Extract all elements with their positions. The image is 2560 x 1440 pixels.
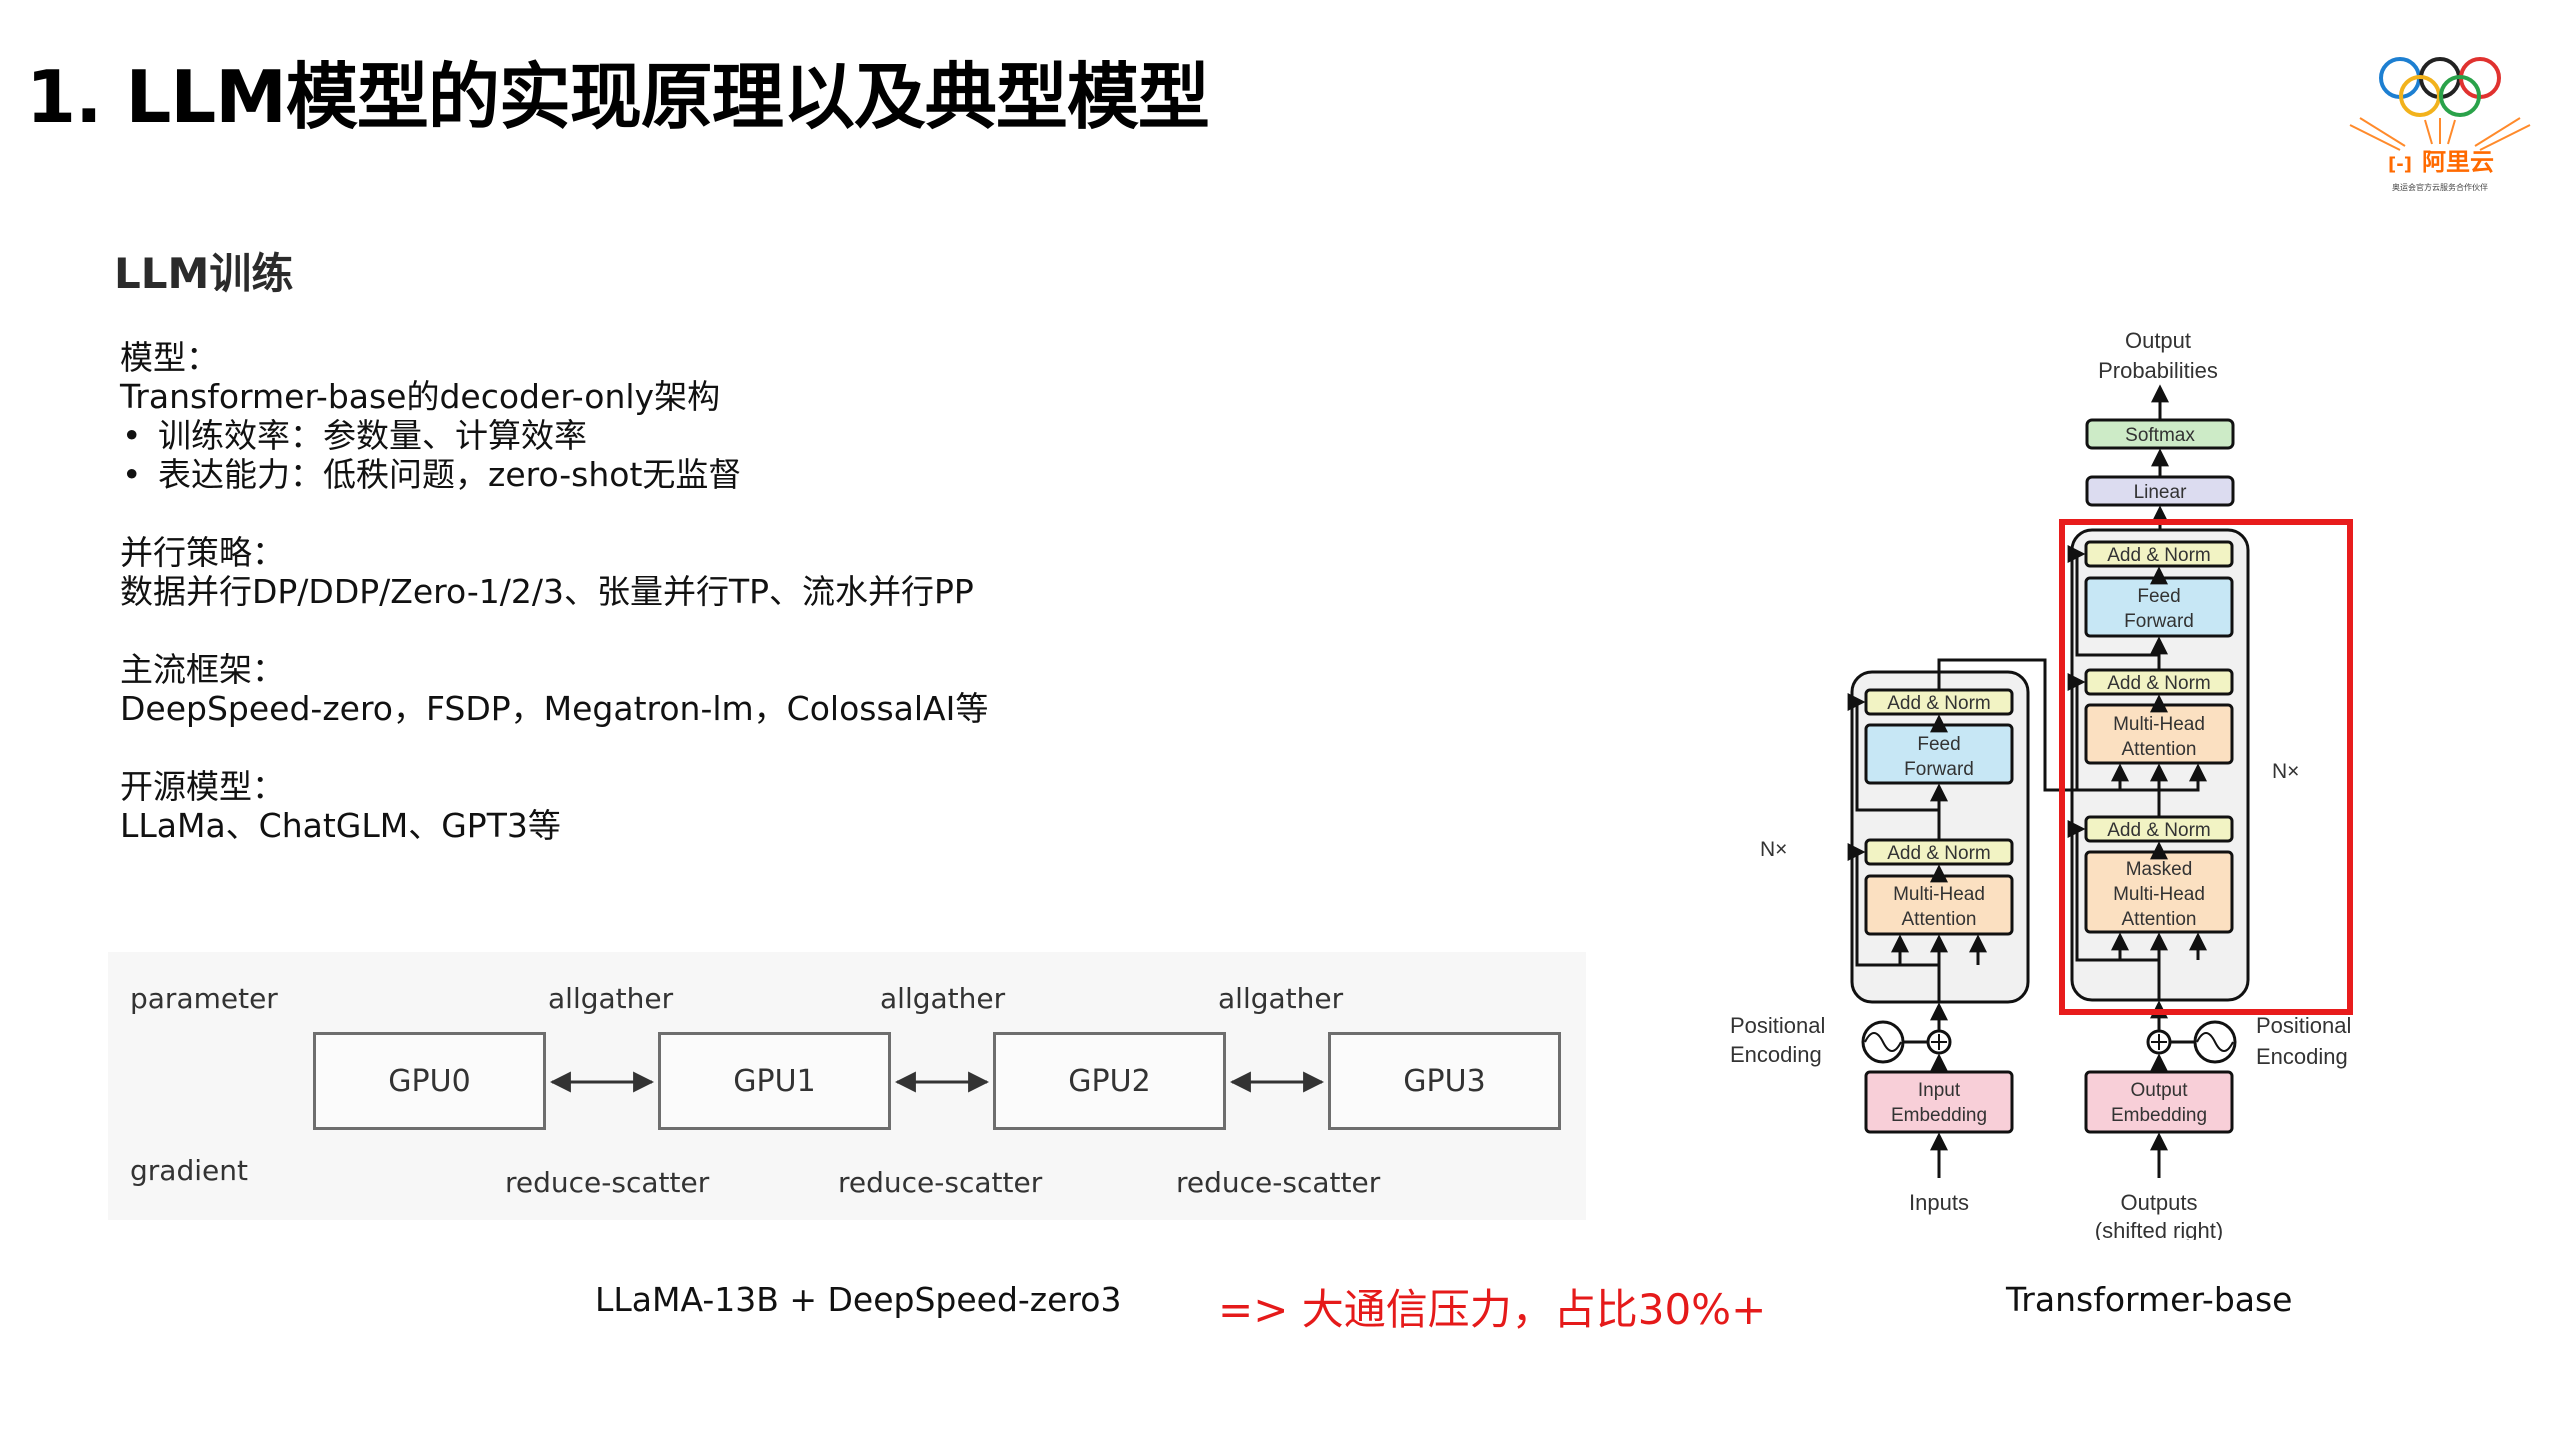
feed-forward-label: Forward — [1904, 759, 1974, 780]
parameter-label: parameter — [130, 982, 278, 1015]
reduce-scatter-label: reduce-scatter — [1176, 1166, 1381, 1199]
caption-right: Transformer-base — [2006, 1280, 2293, 1319]
gpu-box: GPU3 — [1328, 1032, 1561, 1130]
model-bullet: 表达能力：低秩问题，zero-shot无监督 — [120, 455, 741, 494]
framework-heading: 主流框架： — [120, 650, 285, 689]
outputs-label: (shifted right) — [2095, 1218, 2223, 1240]
opensource-block: 开源模型： LLaMa、ChatGLM、GPT3等 — [120, 767, 561, 845]
reduce-scatter-label: reduce-scatter — [838, 1166, 1043, 1199]
positional-encoding-label: Encoding — [1730, 1042, 1822, 1067]
alibaba-cloud-olympic-logo: [-] 阿里云 奥运会官方云服务合作伙伴 — [2349, 57, 2531, 192]
section-title: LLM训练 — [114, 249, 294, 298]
olympic-ring-green — [2439, 75, 2481, 117]
opensource-heading: 开源模型： — [120, 767, 285, 806]
inputs-label: Inputs — [1909, 1190, 1969, 1215]
attention-label: Attention — [1902, 909, 1977, 930]
softmax-label: Softmax — [2125, 425, 2195, 446]
add-norm-label: Add & Norm — [1887, 693, 1990, 714]
gpu-box: GPU0 — [313, 1032, 546, 1130]
positional-encoding-label: Positional — [1730, 1013, 1825, 1038]
model-heading: 模型： — [120, 338, 219, 377]
transformer-diagram: Output Probabilities Softmax Linear Add … — [1730, 328, 2353, 1240]
output-probabilities-label: Probabilities — [2098, 358, 2218, 383]
masked-attention-label: Attention — [2122, 909, 2197, 930]
allgather-label: allgather — [548, 982, 674, 1015]
masked-attention-label: Masked — [2126, 859, 2193, 880]
model-line: Transformer-base的decoder-only架构 — [120, 377, 721, 416]
add-norm-label: Add & Norm — [2107, 673, 2210, 694]
feed-forward-label: Forward — [2124, 611, 2194, 632]
feed-forward-label: Feed — [2137, 586, 2180, 607]
gpu-box: GPU1 — [658, 1032, 891, 1130]
output-probabilities-label: Output — [2125, 328, 2191, 353]
framework-block: 主流框架： DeepSpeed-zero，FSDP，Megatron-lm，Co… — [120, 650, 988, 728]
gradient-label: gradient — [130, 1154, 248, 1187]
output-embedding-label: Output — [2130, 1080, 2188, 1101]
allgather-label: allgather — [1218, 982, 1344, 1015]
input-embedding-label: Input — [1918, 1080, 1961, 1101]
parallel-block: 并行策略： 数据并行DP/DDP/Zero-1/2/3、张量并行TP、流水并行P… — [120, 533, 974, 611]
decoder-highlight-box — [2059, 519, 2353, 1015]
linear-label: Linear — [2134, 482, 2187, 503]
framework-line: DeepSpeed-zero，FSDP，Megatron-lm，Colossal… — [120, 689, 989, 728]
feed-forward-label: Feed — [1917, 734, 1960, 755]
nx-label: N× — [2272, 760, 2299, 783]
model-block: 模型： Transformer-base的decoder-only架构 训练效率… — [120, 338, 741, 494]
nx-label: N× — [1760, 838, 1787, 861]
caption-left: LLaMA-13B + DeepSpeed-zero3 — [595, 1280, 1122, 1319]
outputs-label: Outputs — [2120, 1190, 2197, 1215]
attention-label: Attention — [2122, 739, 2197, 760]
page-title: 1. LLM模型的实现原理以及典型模型 — [26, 55, 1210, 139]
logo-tagline: 奥运会官方云服务合作伙伴 — [2392, 182, 2488, 192]
positional-encoding-label: Positional — [2256, 1013, 2351, 1038]
positional-encoding-label: Encoding — [2256, 1044, 2348, 1069]
gpu-box: GPU2 — [993, 1032, 1226, 1130]
add-norm-label: Add & Norm — [2107, 820, 2210, 841]
output-embedding-label: Embedding — [2111, 1105, 2207, 1126]
attention-label: Multi-Head — [1893, 884, 1985, 905]
caption-highlight: => 大通信压力，占比30%+ — [1218, 1285, 1767, 1334]
input-embedding-label: Embedding — [1891, 1105, 1987, 1126]
parallel-line: 数据并行DP/DDP/Zero-1/2/3、张量并行TP、流水并行PP — [120, 572, 974, 611]
add-norm-label: Add & Norm — [2107, 545, 2210, 566]
logo-brand: 阿里云 — [2422, 148, 2494, 176]
opensource-line: LLaMa、ChatGLM、GPT3等 — [120, 806, 561, 845]
reduce-scatter-label: reduce-scatter — [505, 1166, 710, 1199]
parallel-heading: 并行策略： — [120, 533, 285, 572]
allgather-label: allgather — [880, 982, 1006, 1015]
attention-label: Multi-Head — [2113, 714, 2205, 735]
masked-attention-label: Multi-Head — [2113, 884, 2205, 905]
logo-bracket-icon: [-] — [2388, 154, 2412, 175]
model-bullet: 训练效率：参数量、计算效率 — [120, 416, 741, 455]
add-norm-label: Add & Norm — [1887, 843, 1990, 864]
